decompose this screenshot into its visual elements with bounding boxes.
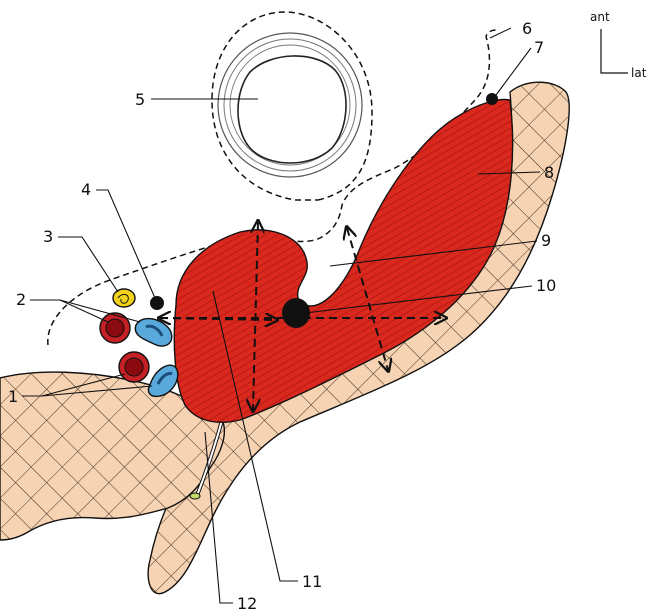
leader-6	[490, 28, 511, 38]
orientation-axes	[601, 29, 628, 73]
label-12: 12	[237, 594, 257, 612]
label-10: 10	[536, 276, 556, 295]
label-11: 11	[302, 572, 322, 591]
label-6: 6	[522, 19, 532, 38]
orientation-marker: ant lat	[590, 10, 647, 80]
label-8: 8	[544, 163, 554, 182]
large-vessel	[218, 33, 362, 177]
label-7: 7	[534, 38, 544, 57]
joint-capsule-nodule-lower	[190, 493, 200, 499]
node-4	[150, 296, 164, 310]
label-4: 4	[81, 180, 91, 199]
label-3: 3	[43, 227, 53, 246]
artery-lower	[119, 352, 149, 382]
orientation-lat-label: lat	[631, 66, 647, 80]
nerve	[113, 289, 135, 307]
leader-2	[30, 300, 108, 322]
vein-upper	[135, 319, 171, 346]
orientation-ant-label: ant	[590, 10, 610, 24]
vein-lower	[148, 365, 177, 396]
label-1: 1	[8, 387, 18, 406]
label-5: 5	[135, 90, 145, 109]
label-2: 2	[16, 290, 26, 309]
leader-3	[58, 237, 118, 292]
label-9: 9	[541, 231, 551, 250]
